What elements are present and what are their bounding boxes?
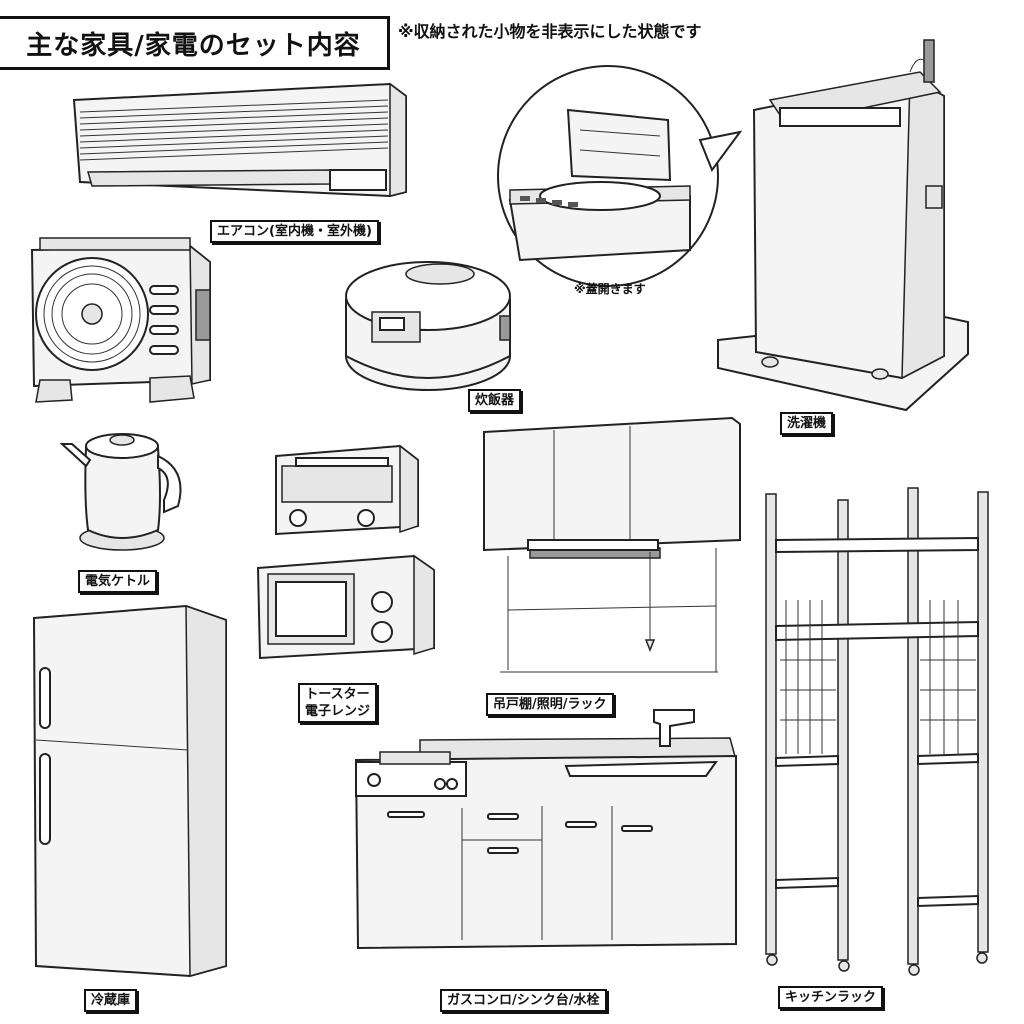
label-toaster: トースター xyxy=(305,686,370,703)
kitchen-rack xyxy=(766,488,988,975)
label-rack: キッチンラック xyxy=(778,986,883,1009)
label-washer: 洗濯機 xyxy=(780,412,833,435)
wall-cabinet xyxy=(484,418,740,672)
label-toaster-microwave: トースター 電子レンジ xyxy=(298,683,377,723)
label-kettle: 電気ケトル xyxy=(78,570,157,593)
rice-cooker xyxy=(346,262,510,390)
label-rice-cooker: 炊飯器 xyxy=(468,389,521,412)
washer-lid-zoom xyxy=(498,66,740,286)
microwave xyxy=(258,556,434,658)
label-cabinet: 吊戸棚/照明/ラック xyxy=(486,693,614,716)
aircon-indoor-unit xyxy=(74,84,406,196)
toaster-oven xyxy=(276,446,418,534)
label-microwave: 電子レンジ xyxy=(305,703,370,720)
washer-lid-note: ※蓋開きます xyxy=(574,280,646,297)
aircon-outdoor-unit xyxy=(32,238,210,402)
kitchen-counter xyxy=(356,710,736,948)
label-fridge: 冷蔵庫 xyxy=(84,989,137,1012)
label-kitchen: ガスコンロ/シンク台/水栓 xyxy=(440,989,607,1012)
electric-kettle xyxy=(62,434,181,550)
refrigerator xyxy=(34,606,226,976)
washing-machine xyxy=(718,40,968,410)
label-aircon: エアコン(室内機・室外機) xyxy=(210,220,379,243)
